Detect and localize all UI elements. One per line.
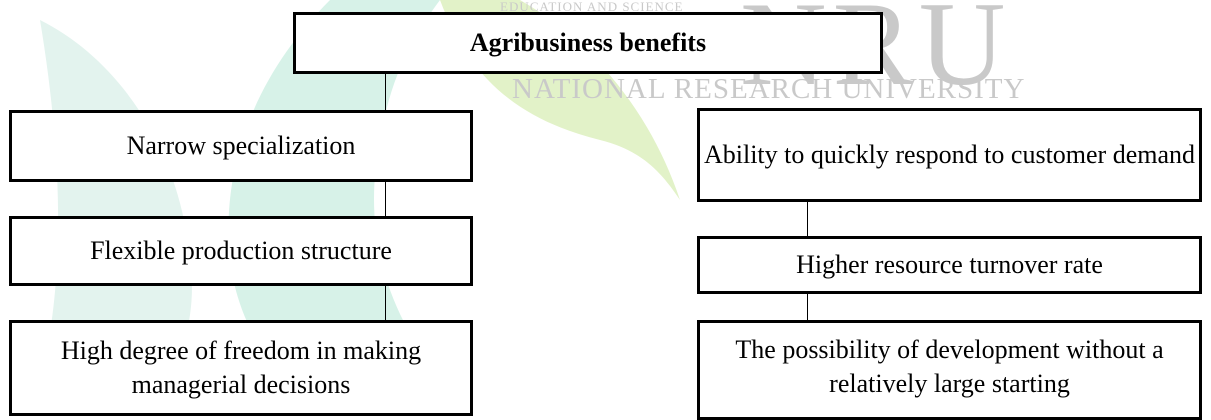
root-node-label: Agribusiness benefits [469, 28, 707, 57]
left-node-1: Narrow specialization [9, 110, 473, 182]
watermark-leaf-center [228, 0, 470, 412]
right-node-1: Ability to quickly respond to customer d… [697, 108, 1202, 202]
right-node-2-label: Higher resource turnover rate [796, 250, 1103, 279]
watermark-subtitle: NATIONAL RESEARCH UNIVERSITY [512, 73, 1026, 105]
connector-right-1-2 [807, 200, 808, 236]
connector-left-1-2 [385, 180, 386, 216]
left-node-3-label: High degree of freedom in making manager… [60, 336, 422, 399]
left-node-1-label: Narrow specialization [126, 131, 356, 160]
left-node-2-label: Flexible production structure [90, 236, 392, 265]
connector-left-2-3 [385, 284, 386, 320]
connector-root-left [385, 72, 386, 110]
right-node-3-label: The possibility of development without a… [735, 335, 1164, 398]
watermark-small-text: EDUCATION AND SCIENCE [500, 0, 684, 14]
right-node-2: Higher resource turnover rate [697, 236, 1202, 294]
left-node-3: High degree of freedom in making manager… [9, 320, 473, 416]
root-node: Agribusiness benefits [293, 12, 883, 74]
right-node-1-label: Ability to quickly respond to customer d… [703, 140, 1196, 169]
right-node-3: The possibility of development without a… [697, 320, 1202, 420]
left-node-2: Flexible production structure [9, 216, 473, 286]
connector-right-2-3 [807, 292, 808, 320]
